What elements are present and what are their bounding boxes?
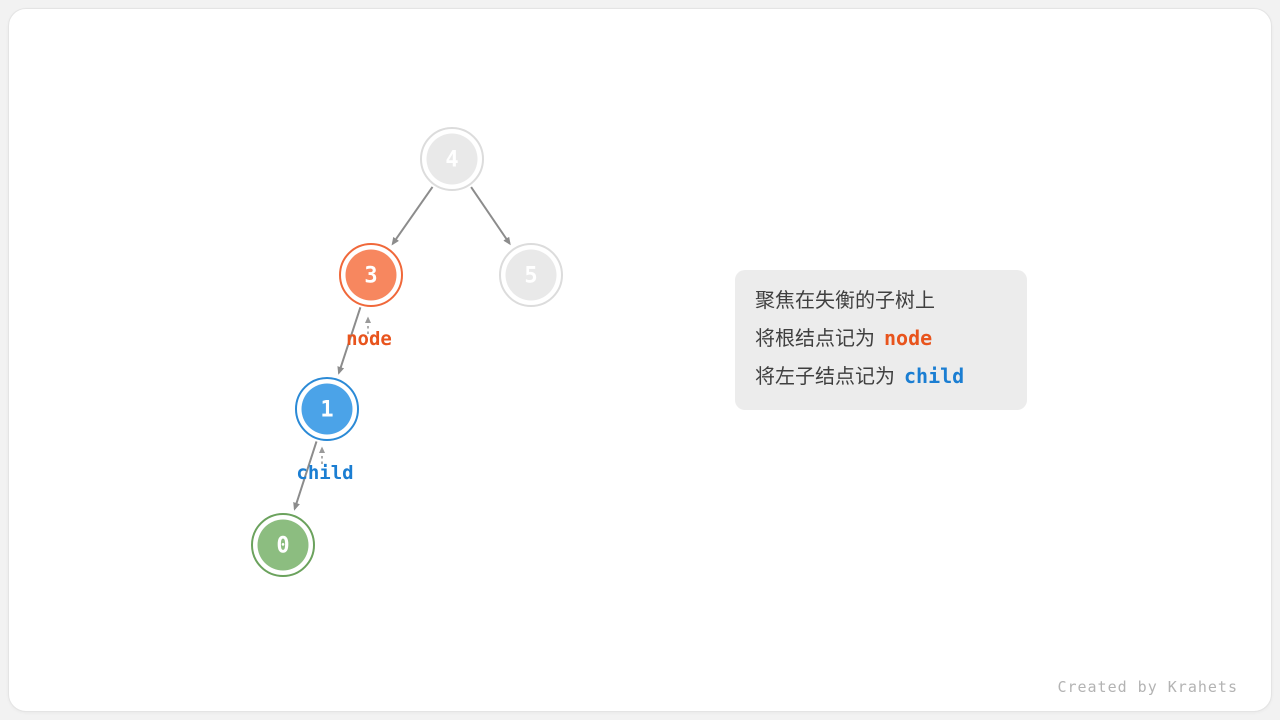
node-value: 4	[445, 148, 458, 173]
tree-node-0: 0	[251, 513, 315, 577]
tree-node-1: 1	[295, 377, 359, 441]
keyword-node: node	[884, 326, 933, 350]
node-annotation-label: node	[346, 328, 392, 350]
tree-edges	[293, 186, 511, 511]
node-body	[301, 383, 353, 435]
node-value: 1	[320, 398, 333, 423]
node-value: 5	[524, 264, 537, 289]
explanation-line-2: 将根结点记为 node	[755, 320, 1007, 358]
explanation-text: 将左子结点记为	[755, 366, 895, 388]
child-annotation-label: child	[296, 462, 353, 484]
node-value: 3	[364, 264, 377, 289]
tree-node-4: 4	[420, 127, 484, 191]
tree-node-3: 3	[339, 243, 403, 307]
explanation-text: 将根结点记为	[755, 328, 875, 350]
edge-1-0	[293, 441, 318, 511]
explanation-line-1: 聚焦在失衡的子树上	[755, 283, 1007, 320]
keyword-child: child	[904, 364, 965, 388]
edge-4-5	[470, 186, 511, 246]
node-body	[345, 249, 397, 301]
credit-text: Created by Krahets	[1057, 678, 1238, 696]
annotation-arrows	[319, 316, 371, 464]
node-value: 0	[276, 534, 289, 559]
node-body	[257, 519, 309, 571]
explanation-line-3: 将左子结点记为 child	[755, 358, 1007, 396]
node-body	[505, 249, 557, 301]
tree-node-5: 5	[499, 243, 563, 307]
node-body	[426, 133, 478, 185]
explanation-text: 聚焦在失衡的子树上	[755, 290, 935, 312]
edge-4-3	[391, 186, 434, 246]
edge-3-1	[337, 306, 362, 375]
canvas-card	[8, 8, 1272, 712]
explanation-box: 聚焦在失衡的子树上 将根结点记为 node 将左子结点记为 child	[735, 270, 1027, 410]
